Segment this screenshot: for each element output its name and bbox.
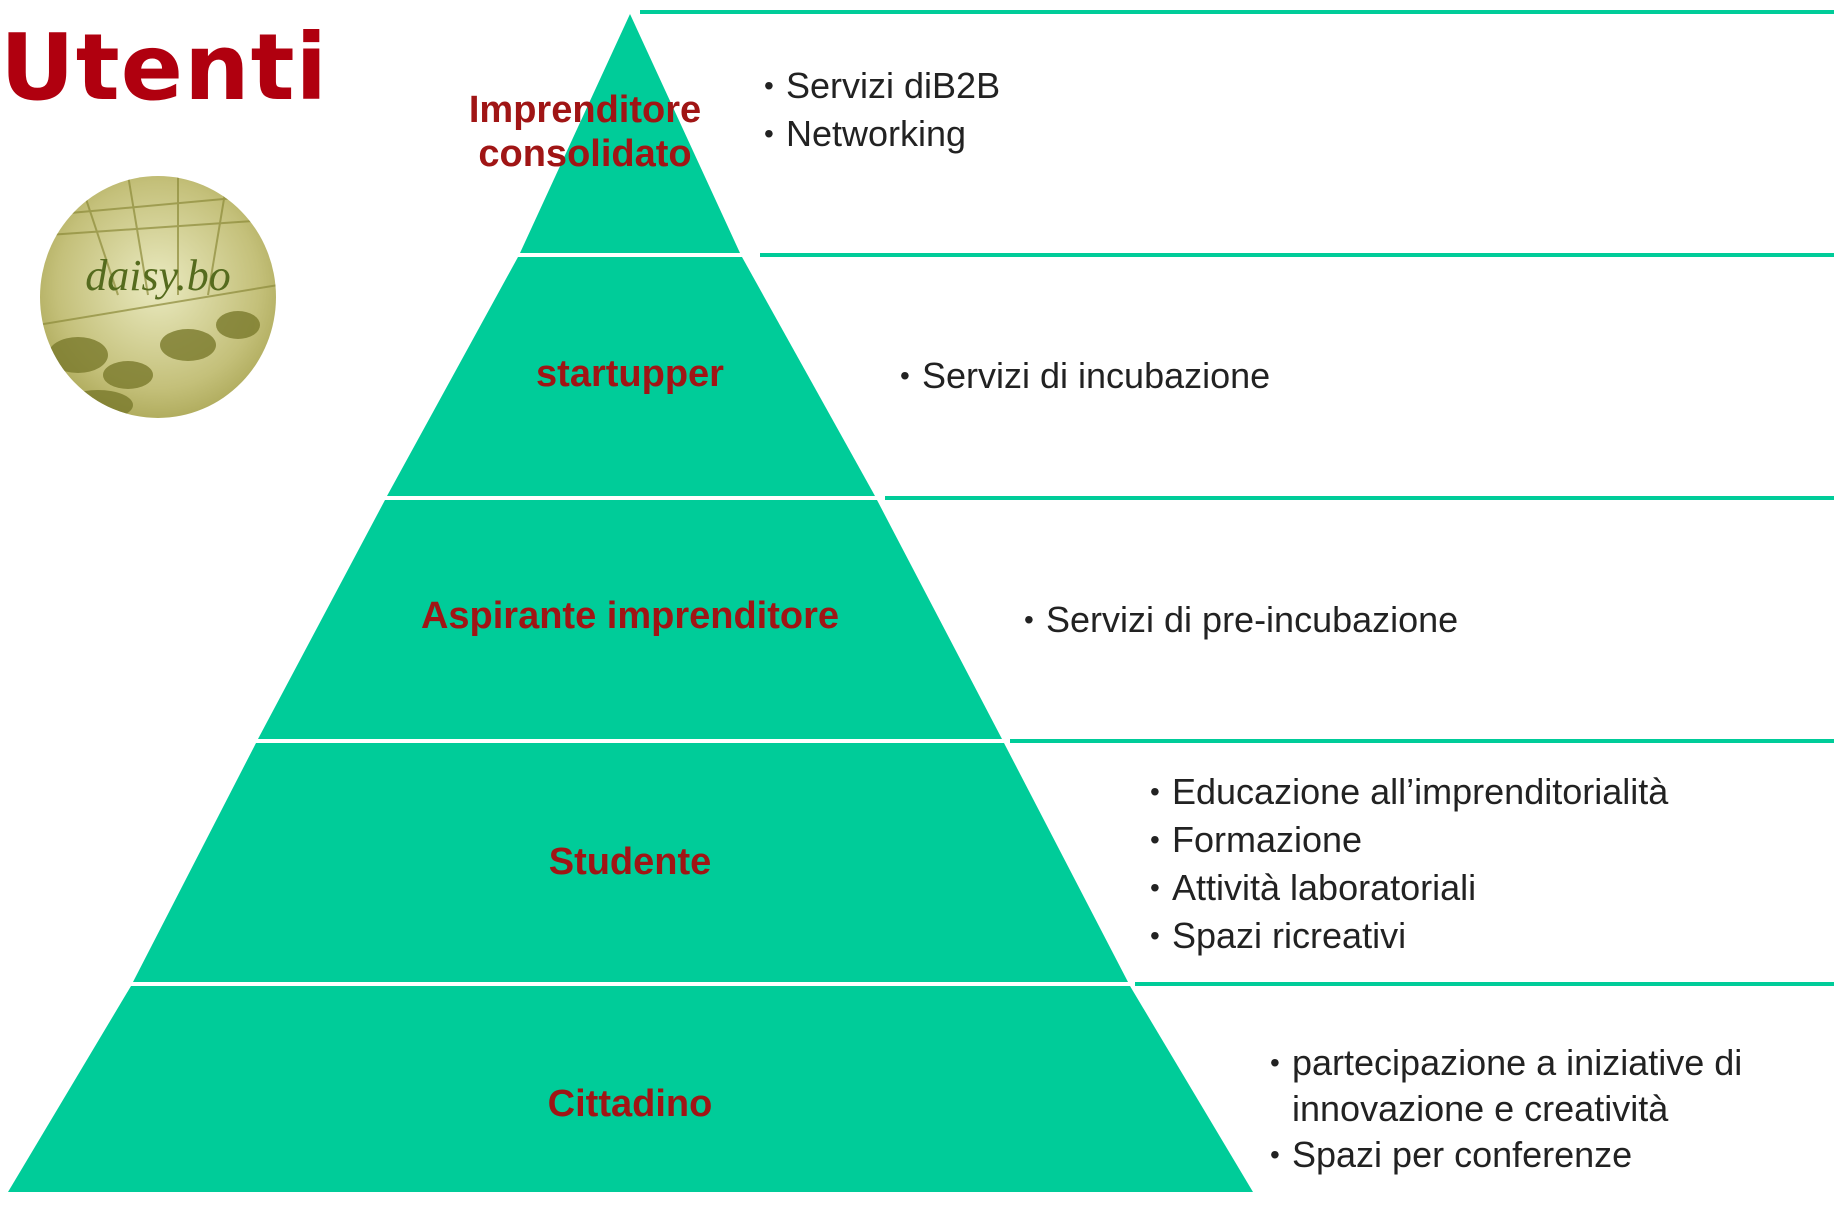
list-item: Servizi di incubazione — [900, 352, 1400, 400]
list-item: Educazione all’imprenditorialità — [1150, 768, 1790, 816]
level-items-aspirante-imprenditore: Servizi di pre-incubazione — [1024, 596, 1584, 644]
daisy-logo-image: daisy.bo — [40, 176, 276, 418]
level-label-startupper: startupper — [536, 353, 724, 395]
pyramid-level-5 — [8, 986, 1253, 1192]
list-item: Servizi di pre-incubazione — [1024, 596, 1584, 644]
list-item: Spazi ricreativi — [1150, 912, 1790, 960]
pyramid-levels — [8, 14, 1253, 1192]
list-item: partecipazione a iniziative di innovazio… — [1270, 1040, 1810, 1132]
pyramid-level-2 — [387, 257, 875, 496]
list-item: Servizi diB2B — [764, 62, 1214, 110]
page-title: Utenti — [0, 14, 329, 121]
level-items-imprenditore-consolidato: Servizi diB2B Networking — [764, 62, 1214, 158]
level-label-studente: Studente — [548, 841, 712, 883]
level-items-studente: Educazione all’imprenditorialità Formazi… — [1150, 768, 1790, 960]
level-items-cittadino: partecipazione a iniziative di innovazio… — [1270, 1040, 1810, 1178]
level-label-cittadino: Cittadino — [547, 1083, 713, 1125]
level-label-imprenditore-consolidato: Imprenditore consolidato — [468, 89, 702, 175]
pyramid-level-1 — [520, 14, 740, 253]
pyramid-level-4 — [133, 743, 1128, 982]
list-item: Spazi per conferenze — [1270, 1132, 1810, 1178]
separator-lines — [640, 10, 1834, 986]
pyramid-level-3 — [258, 500, 1002, 739]
list-item: Attività laboratoriali — [1150, 864, 1790, 912]
logo-text: daisy.bo — [85, 251, 230, 300]
list-item: Networking — [764, 110, 1214, 158]
list-item: Formazione — [1150, 816, 1790, 864]
level-items-startupper: Servizi di incubazione — [900, 352, 1400, 400]
level-label-aspirante-imprenditore: Aspirante imprenditore — [420, 595, 840, 637]
